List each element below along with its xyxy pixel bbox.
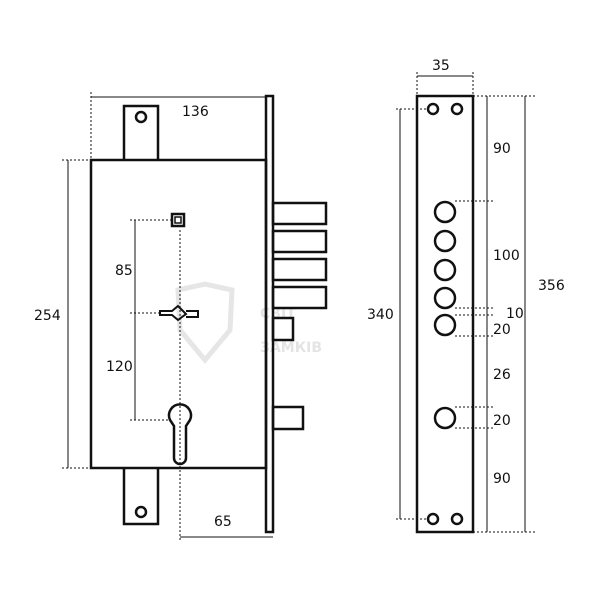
dim-segment: 20 [493, 322, 511, 338]
dim-handle-to-spindle: 85 [115, 263, 133, 279]
dim-segment: 100 [493, 248, 520, 264]
dim-faceplate-total-length: 356 [538, 278, 565, 294]
dim-segment: 20 [493, 413, 511, 429]
dim-segment: 26 [493, 367, 511, 383]
dim-body-height: 254 [34, 308, 61, 324]
faceplate [415, 94, 475, 534]
watermark-line2: ЗАМКІВ [260, 340, 322, 356]
dim-segment: 90 [493, 471, 511, 487]
dim-backset: 65 [214, 514, 232, 530]
dim-segment: 90 [493, 141, 511, 157]
dim-spindle-to-cylinder: 120 [106, 359, 133, 375]
dim-segment: 10 [506, 306, 524, 322]
dimension-lines [62, 72, 537, 540]
dim-body-width: 136 [182, 104, 209, 120]
lock-body [89, 94, 328, 534]
dim-faceplate-width: 35 [432, 58, 450, 74]
dim-faceplate-inner-length: 340 [367, 307, 394, 323]
watermark: СВІТ ЗАМКІВ [175, 281, 322, 364]
